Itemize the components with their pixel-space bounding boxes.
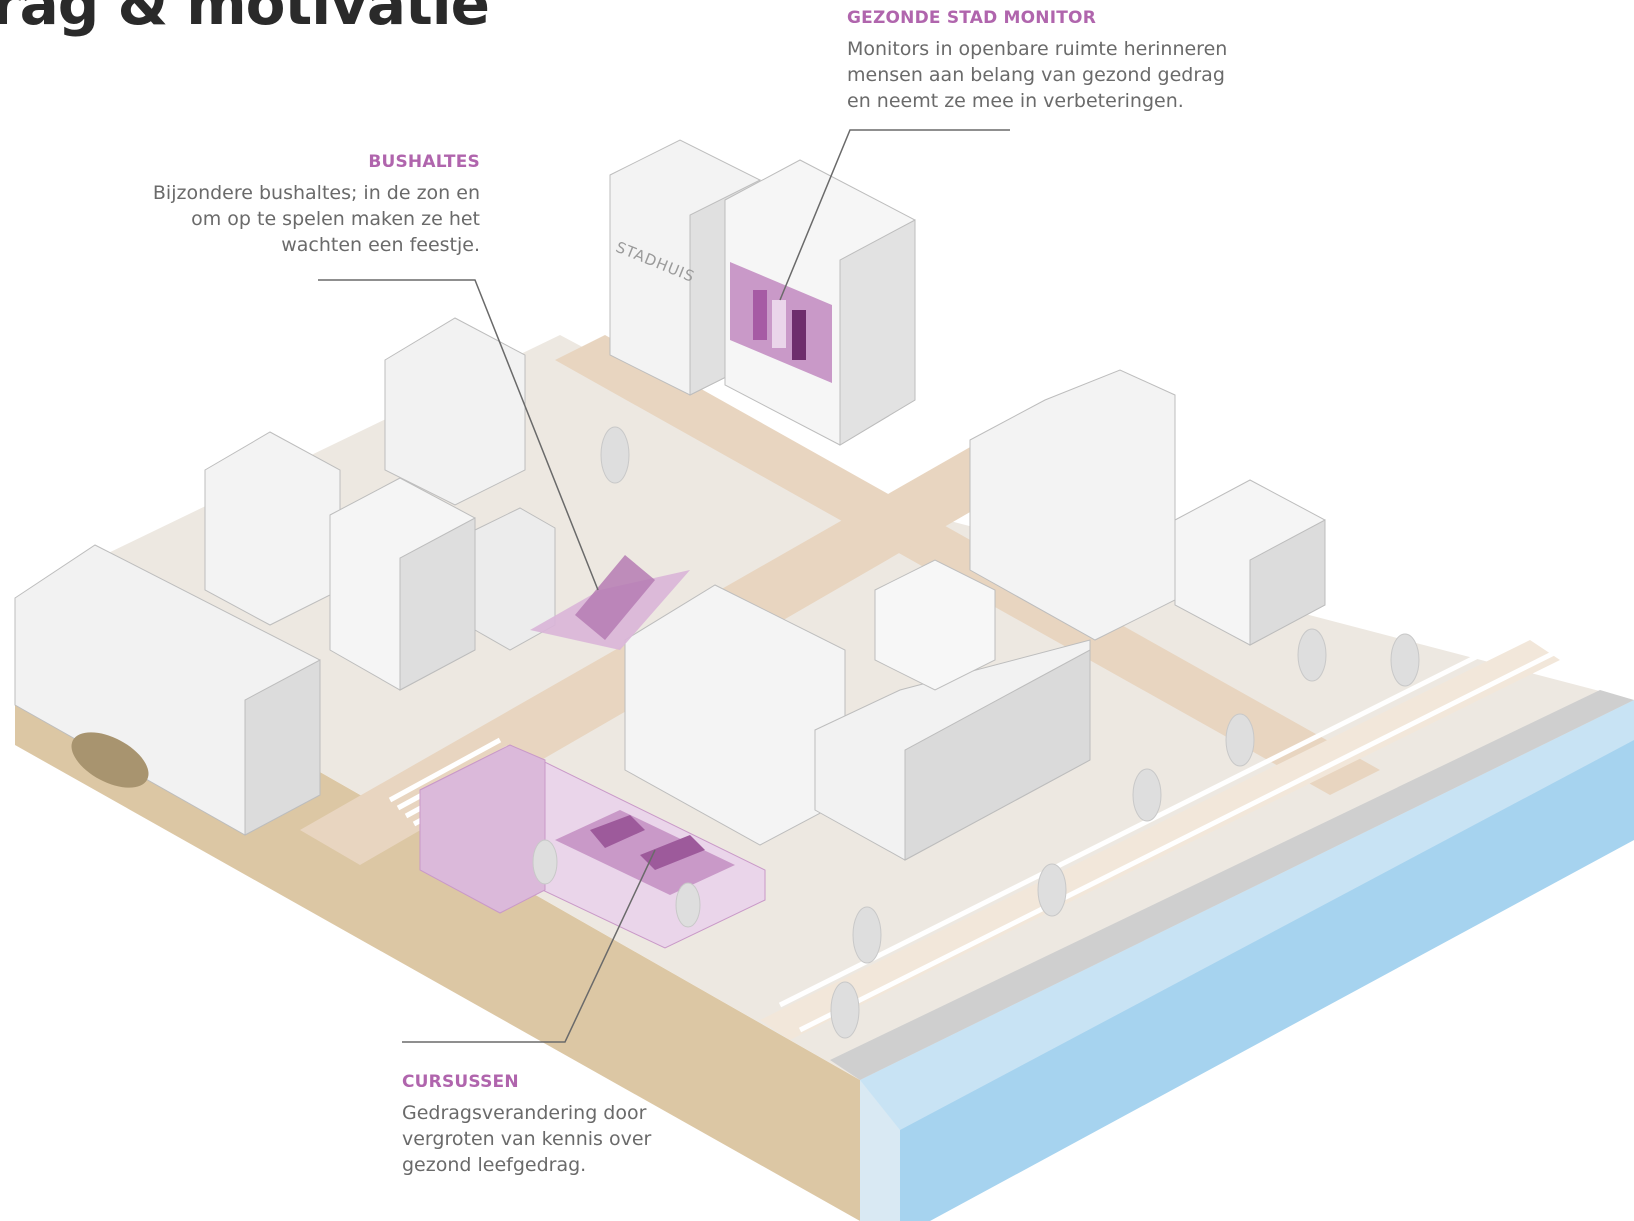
callout-monitor-line-3: en neemt ze mee in verbeteringen. <box>847 90 1184 112</box>
leader-lines <box>318 129 1010 1043</box>
callout-bushaltes-line-3: wachten een feestje. <box>281 234 480 256</box>
bus-stop-playground <box>530 555 690 650</box>
road-lower <box>760 640 1560 1040</box>
callout-monitor-line-1: Monitors in openbare ruimte herinneren <box>847 38 1228 60</box>
right-block-buildings <box>969 369 1326 646</box>
callout-bushaltes-line-1: Bijzondere bushaltes; in de zon en <box>152 182 480 204</box>
page-title: rag & motivatie <box>0 0 490 38</box>
callout-cursussen: CURSUSSEN Gedragsverandering door vergro… <box>402 1072 702 1178</box>
leader-cursussen <box>402 849 656 1043</box>
callout-monitor: GEZONDE STAD MONITOR Monitors in openbar… <box>847 8 1267 114</box>
callout-bushaltes-line-2: om op te spelen maken ze het <box>191 208 480 230</box>
sewer-pipe-icon <box>71 732 149 788</box>
callout-cursussen-heading: CURSUSSEN <box>402 1072 519 1092</box>
road-lane-line <box>798 647 1562 1033</box>
road-lane-line-2 <box>778 627 1532 1008</box>
river-edge <box>900 740 1634 1221</box>
callout-bushaltes-heading: BUSHALTES <box>368 152 480 172</box>
callout-cursussen-line-2: vergroten van kennis over <box>402 1128 652 1150</box>
center-block-buildings <box>624 559 1091 861</box>
callout-cursussen-line-3: gezond leefgedrag. <box>402 1154 587 1176</box>
callout-cursussen-line-1: Gedragsverandering door <box>402 1102 647 1124</box>
health-monitor-screen <box>730 262 832 383</box>
callout-monitor-line-2: mensen aan belang van gezond gedrag <box>847 64 1225 86</box>
callout-cursussen-body: Gedragsverandering door vergroten van ke… <box>402 1100 702 1178</box>
leader-monitor <box>779 129 1010 301</box>
river <box>860 700 1634 1130</box>
callout-monitor-body: Monitors in openbare ruimte herinneren m… <box>847 36 1267 114</box>
callout-bushaltes: BUSHALTES Bijzondere bushaltes; in de zo… <box>118 152 480 258</box>
quay <box>830 690 1634 1080</box>
leader-bushaltes <box>318 279 599 591</box>
road-main-diagonal <box>555 335 1380 795</box>
left-row-houses <box>14 544 321 836</box>
trees <box>532 426 1420 1039</box>
left-block-buildings <box>204 317 556 691</box>
callout-monitor-heading: GEZONDE STAD MONITOR <box>847 8 1096 28</box>
callout-bushaltes-body: Bijzondere bushaltes; in de zon en om op… <box>118 180 480 258</box>
